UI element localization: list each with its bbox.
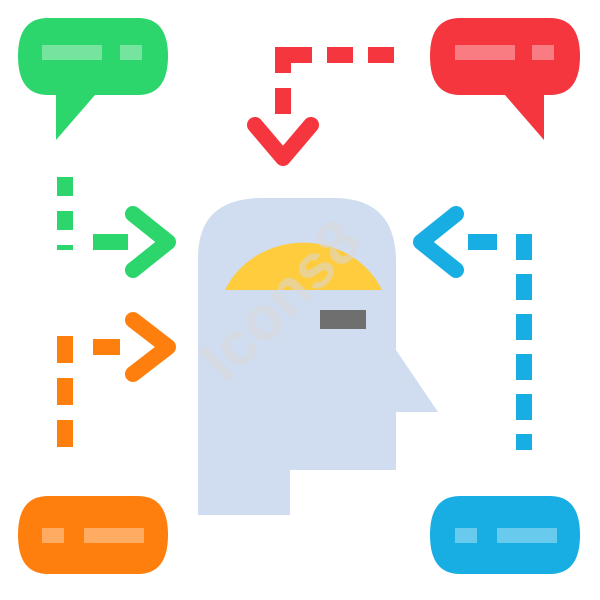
dashed-arrow-red <box>247 47 394 166</box>
bubble-bar-left <box>42 45 102 60</box>
bubble-bar-left <box>42 528 64 543</box>
arrow-head-left <box>413 206 464 278</box>
bubble-bar-right <box>84 528 144 543</box>
speech-bubble-icon <box>18 18 168 140</box>
dashed-arrow-orange <box>57 312 176 459</box>
dashed-arrow-green <box>57 177 176 278</box>
speech-bubble-icon <box>430 496 580 574</box>
brain-cap-icon <box>225 242 382 290</box>
arrow-head-right <box>125 312 176 382</box>
bubble-bar-right <box>532 45 554 60</box>
speech-bubble-green-top-left <box>18 18 168 140</box>
bubble-bar-right <box>497 528 557 543</box>
bubble-bar-right <box>120 45 142 60</box>
eye-bar-icon <box>320 310 366 329</box>
speech-bubble-blue-bottom-right <box>430 496 580 574</box>
speech-bubble-icon <box>18 496 168 574</box>
arrow-head-down <box>247 117 319 166</box>
bubble-bar-left <box>455 528 477 543</box>
speech-bubble-orange-bottom-left <box>18 496 168 574</box>
bubble-bar-left <box>455 45 515 60</box>
arrow-head-right <box>125 206 176 278</box>
speech-bubble-icon <box>430 18 580 140</box>
speech-bubble-red-top-right <box>430 18 580 140</box>
dashed-arrow-blue <box>413 206 532 450</box>
